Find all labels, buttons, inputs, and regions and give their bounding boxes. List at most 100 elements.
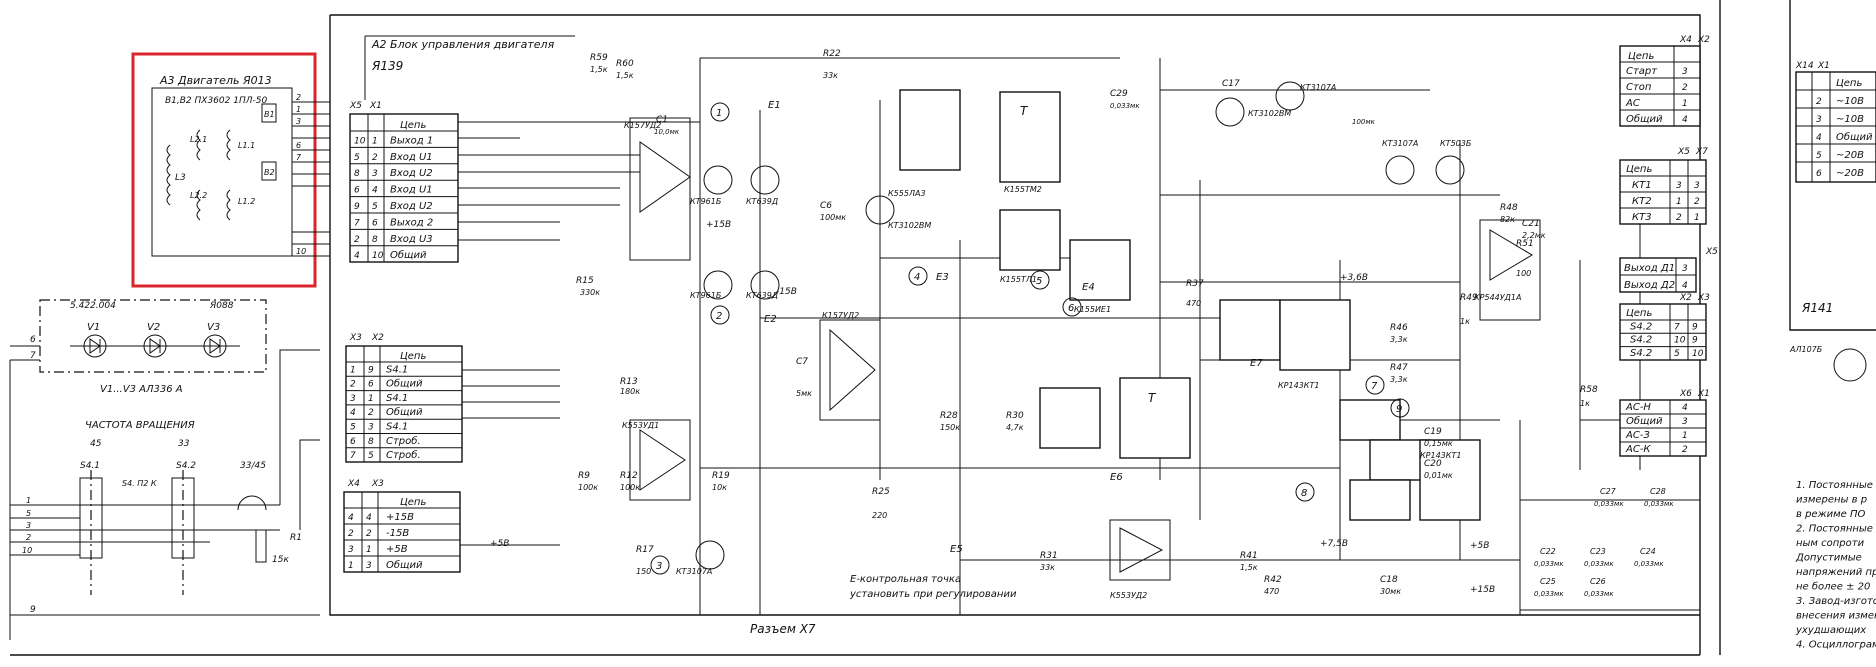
x2-ref2: X3 — [1697, 293, 1710, 303]
r47-ref: R47 — [1390, 363, 1408, 373]
c20-ref: C20 — [1424, 459, 1442, 469]
x5-signal: Вход U1 — [390, 152, 433, 163]
x4-top-pin: 2 — [1682, 83, 1688, 93]
x3-pin2: 2 — [368, 408, 374, 418]
test-note-2: установить при регулировании — [849, 589, 1017, 600]
led-label: V1 — [87, 322, 100, 333]
note-line: Допустимые — [1795, 553, 1862, 564]
r48-value: 82к — [1500, 215, 1515, 224]
r25-value: 220 — [872, 511, 887, 520]
led-pin-6: 6 — [30, 335, 36, 345]
r28-value: 150к — [940, 423, 960, 432]
rail-label-p36: +3,6В — [1340, 273, 1368, 283]
x4-top-signal: Общий — [1626, 113, 1663, 125]
x5-right-signal: КТ2 — [1632, 196, 1652, 207]
transistor-v21 — [1435, 155, 1465, 185]
connector-note: Разъем Х7 — [750, 622, 816, 636]
control-block-heading: A2 Блок управления двигателя Я139 — [364, 35, 575, 100]
x3-ref: X3 — [349, 333, 362, 343]
r59-ref: R59 — [590, 53, 608, 63]
x4-pin: 3 — [348, 545, 354, 555]
c26-ref: C26 — [1590, 577, 1606, 586]
test-point-2 — [710, 305, 730, 325]
test-point-3 — [650, 555, 670, 575]
x3-pin: 4 — [350, 408, 356, 418]
c17-ref: C17 — [1222, 79, 1240, 89]
x2-ref: X2 — [1679, 293, 1692, 303]
speed-33: 33 — [178, 439, 190, 449]
ic-a1-label: К157УД2 — [624, 121, 661, 130]
x6-signal: АС-З — [1625, 430, 1650, 441]
x14-signal: Общий — [1836, 131, 1873, 143]
output-connector-ref: X5 — [1705, 247, 1718, 257]
note-line: ухудшающих — [1795, 625, 1866, 636]
x5-pin: 2 — [354, 235, 360, 245]
r48-ref: R48 — [1500, 203, 1518, 213]
c29-ref: C29 — [1110, 89, 1128, 99]
test-label-e7: E7 — [1250, 358, 1263, 369]
motor-pin-1: 1 — [296, 105, 301, 114]
x5-right-pin: 1 — [1676, 197, 1682, 207]
motor-block-subtitle: В1,В2 ПХ3602 1ПЛ-50 — [165, 96, 267, 106]
c24-value: 0,033мк — [1634, 560, 1664, 568]
note-line: 2. Постоянные — [1796, 524, 1873, 535]
x4-signal: -15В — [386, 528, 409, 539]
transistor-v2-label: АЛ107Б — [1789, 345, 1823, 354]
x5-signal: Общий — [390, 249, 427, 261]
test-point-6-label: 6 — [1068, 303, 1074, 314]
led-caption: V1...V3 АЛ336 А — [100, 384, 183, 395]
x5-pin2: 5 — [372, 202, 378, 212]
test-point-7-label: 7 — [1371, 381, 1378, 392]
x5-right-pin: 2 — [1676, 213, 1682, 223]
test-point-8-label: 8 — [1301, 488, 1307, 499]
speed-pin-1: 1 — [26, 496, 31, 505]
led-pin-7: 7 — [30, 351, 36, 361]
r9-ref: R9 — [578, 471, 590, 481]
test-label-e2: E2 — [764, 314, 777, 325]
ic-d2-1-label: К155ТМ2 — [1004, 185, 1042, 194]
x5-pin2: 3 — [372, 169, 378, 179]
transistor-v6 — [750, 165, 780, 195]
motor-pin-7: 7 — [296, 153, 302, 162]
x5-pin2: 1 — [372, 136, 378, 146]
rail-label-p75: +7,5В — [1320, 539, 1348, 549]
x3-pin2: 3 — [368, 423, 374, 433]
x2-pin2: 9 — [1692, 336, 1698, 346]
x14-signal: ~20В — [1836, 168, 1864, 179]
x2-pin: 10 — [1674, 336, 1686, 346]
x5-right-pin2: 3 — [1694, 181, 1700, 191]
x3-pin: 5 — [350, 423, 356, 433]
c20-value: 0,01мк — [1424, 471, 1453, 480]
transistor-v19 — [1385, 155, 1415, 185]
x4-top-pin: 4 — [1682, 115, 1688, 125]
x5-right-pin2: 1 — [1694, 213, 1700, 223]
x3-pin: 3 — [350, 394, 356, 404]
x4-pin2: 4 — [366, 513, 372, 523]
x4-top-signal: Стоп — [1626, 82, 1652, 93]
note-line: напряжений пр — [1796, 567, 1876, 578]
x4-pin: 2 — [348, 529, 354, 539]
r60-ref: R60 — [616, 59, 634, 69]
x4-signal: Общий — [386, 559, 423, 571]
c28-value: 0,033мк — [1644, 500, 1674, 508]
c7-ref: C7 — [796, 357, 808, 367]
x2-pin2: 10 — [1692, 349, 1704, 359]
c27-ref: C27 — [1600, 487, 1617, 496]
x4-pin: 4 — [348, 513, 354, 523]
r41-ref: R41 — [1240, 551, 1258, 561]
x3-pin: 1 — [350, 365, 356, 375]
x4-pin2: 1 — [366, 545, 372, 555]
ic-a2-body — [629, 419, 691, 501]
r17-value: 150 — [636, 567, 651, 576]
speed-wires — [10, 349, 320, 556]
transistor-v5 — [703, 270, 733, 300]
sensor-b1 — [261, 103, 277, 123]
test-point-6 — [1062, 297, 1082, 317]
x5-signal: Вход U2 — [390, 168, 433, 179]
opamp-a1 — [639, 141, 691, 213]
